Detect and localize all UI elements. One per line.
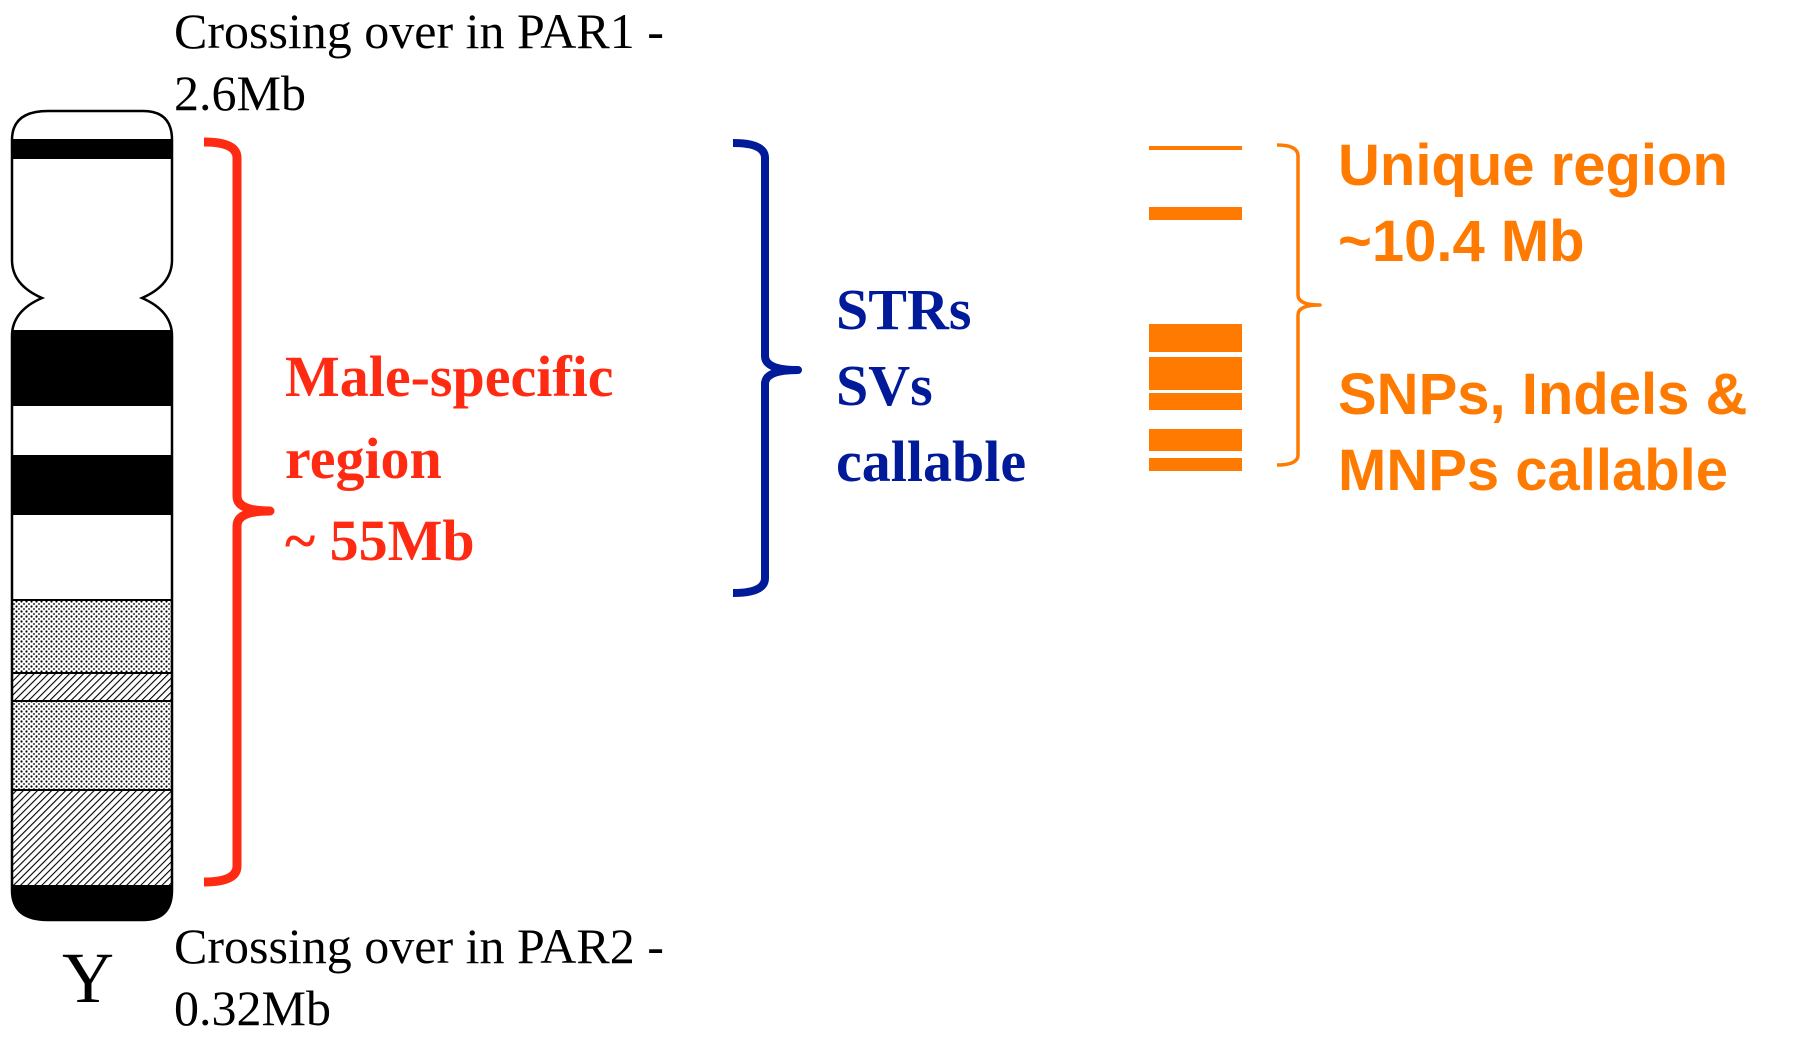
- str-sv-label-line: SVs: [836, 353, 933, 418]
- unique-region-bars: [1149, 146, 1242, 471]
- par2-label-line: 0.32Mb: [174, 980, 331, 1036]
- snp-callable-label: SNPs, Indels & MNPs callable: [1338, 357, 1747, 509]
- male-specific-bracket: [203, 137, 275, 887]
- band-heterochromatin-4: [12, 789, 172, 887]
- snp-callable-label-line: MNPs callable: [1338, 438, 1729, 503]
- band-q11-2: [12, 455, 172, 515]
- str-sv-label-line: callable: [836, 429, 1027, 494]
- band-heterochromatin-1: [12, 599, 172, 674]
- chromosome-y: [10, 109, 174, 922]
- unique-bar: [1149, 324, 1242, 352]
- str-sv-label-line: STRs: [836, 277, 972, 342]
- unique-region-label-line: Unique region: [1338, 133, 1728, 198]
- band-q11-1: [12, 330, 172, 406]
- str-sv-bracket: [732, 139, 802, 597]
- unique-bar: [1149, 146, 1242, 150]
- unique-region-label: Unique region ~10.4 Mb: [1338, 128, 1728, 280]
- unique-region-bracket: [1276, 143, 1322, 467]
- chromosome-label: Y: [62, 938, 114, 1018]
- band-heterochromatin-2: [12, 672, 172, 702]
- male-specific-label-line: ~ 55Mb: [285, 508, 475, 573]
- male-specific-label: Male-specific region ~ 55Mb: [285, 336, 614, 582]
- band-heterochromatin-3: [12, 700, 172, 791]
- chromosome-outline: [10, 109, 174, 922]
- par1-label-line: 2.6Mb: [174, 65, 306, 121]
- par1-label: Crossing over in PAR1 - 2.6Mb: [174, 0, 664, 124]
- str-sv-label: STRs SVs callable: [836, 272, 1026, 500]
- par2-label-line: Crossing over in PAR2 -: [174, 918, 664, 974]
- unique-region-label-line: ~10.4 Mb: [1338, 209, 1585, 274]
- male-specific-label-line: region: [285, 426, 442, 491]
- par1-label-line: Crossing over in PAR1 -: [174, 3, 664, 59]
- par2-label: Crossing over in PAR2 - 0.32Mb: [174, 915, 664, 1039]
- unique-bar: [1149, 357, 1242, 390]
- band-par2: [12, 886, 172, 920]
- male-specific-label-line: Male-specific: [285, 344, 614, 409]
- unique-bar: [1149, 429, 1242, 451]
- unique-bar: [1149, 393, 1242, 410]
- snp-callable-label-line: SNPs, Indels &: [1338, 362, 1748, 427]
- unique-bar: [1149, 458, 1242, 471]
- unique-bar: [1149, 207, 1242, 220]
- band-par1: [12, 139, 172, 159]
